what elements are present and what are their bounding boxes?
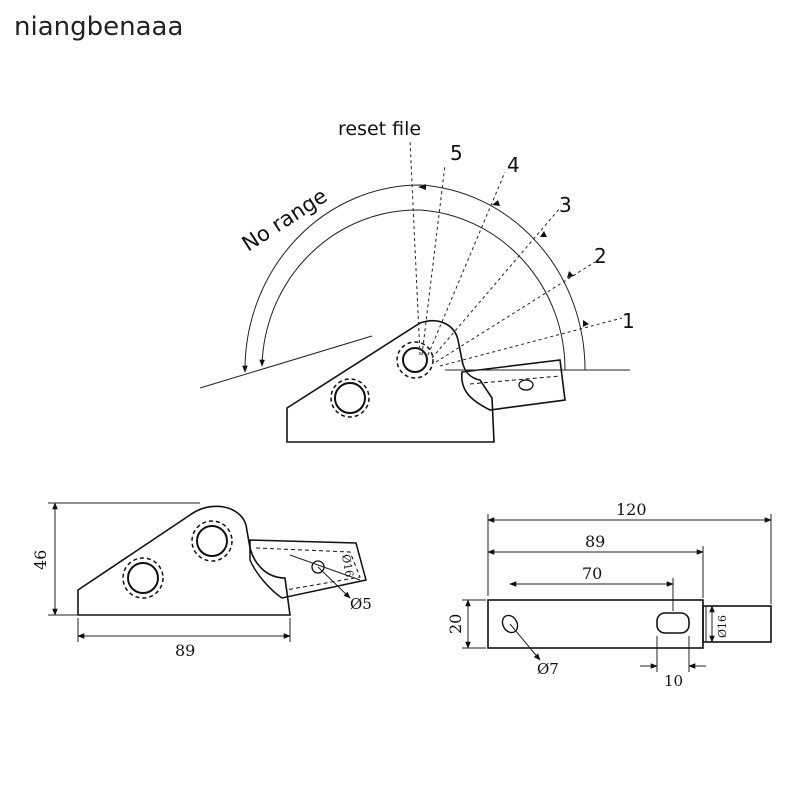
hole-large-left-inner xyxy=(334,382,366,414)
height-label: 46 xyxy=(31,550,50,570)
brand-watermark: niangbenaaa xyxy=(14,12,184,42)
side-hole-left-inner xyxy=(127,562,159,594)
plan-hole xyxy=(501,614,519,634)
body-length-label: 89 xyxy=(585,532,605,551)
arm-centerline xyxy=(469,375,561,385)
side-view: Ø5 Ø16 46 89 xyxy=(31,502,372,660)
slope-line xyxy=(199,335,373,389)
side-tube-label: Ø16 xyxy=(339,553,356,578)
plan-tube-label: Ø16 xyxy=(716,615,729,638)
plan-hole-label: Ø7 xyxy=(537,660,559,678)
slot-width-label: 10 xyxy=(664,672,683,690)
total-length-label: 120 xyxy=(616,500,647,519)
width-label: 89 xyxy=(175,641,195,660)
side-hole-right-inner xyxy=(196,525,228,557)
arm-hole xyxy=(518,379,534,391)
arc-arrow-top xyxy=(418,184,426,190)
position-label-5: 5 xyxy=(450,141,463,165)
position-rays xyxy=(409,139,623,367)
position-label-4: 4 xyxy=(507,153,520,177)
inner-range-arc xyxy=(259,209,566,371)
position-label-2: 2 xyxy=(594,244,607,268)
pivot-hole xyxy=(396,341,434,379)
plan-height-label: 20 xyxy=(446,614,465,634)
position-label-1: 1 xyxy=(622,309,635,333)
hole-large-left xyxy=(330,378,370,418)
side-hole-label: Ø5 xyxy=(350,595,372,613)
plan-tube xyxy=(702,605,772,643)
side-arm-inner xyxy=(255,547,361,591)
base-plate xyxy=(286,319,495,443)
position-label-3: 3 xyxy=(559,193,572,217)
arm-tube xyxy=(461,359,566,411)
side-hole-left xyxy=(122,557,164,599)
side-hole-right xyxy=(191,520,233,562)
plan-view: Ø7 120 89 70 20 10 Ø16 xyxy=(446,500,772,690)
plan-body xyxy=(487,599,704,649)
plan-slot xyxy=(656,612,690,634)
isometric-view: reset file No range 5 4 3 2 1 xyxy=(199,118,635,443)
pivot-hole-inner xyxy=(402,347,428,373)
outer-range-arc xyxy=(242,184,586,373)
slot-position-label: 70 xyxy=(582,564,602,583)
side-body xyxy=(77,505,291,616)
reset-file-label: reset file xyxy=(338,118,421,140)
